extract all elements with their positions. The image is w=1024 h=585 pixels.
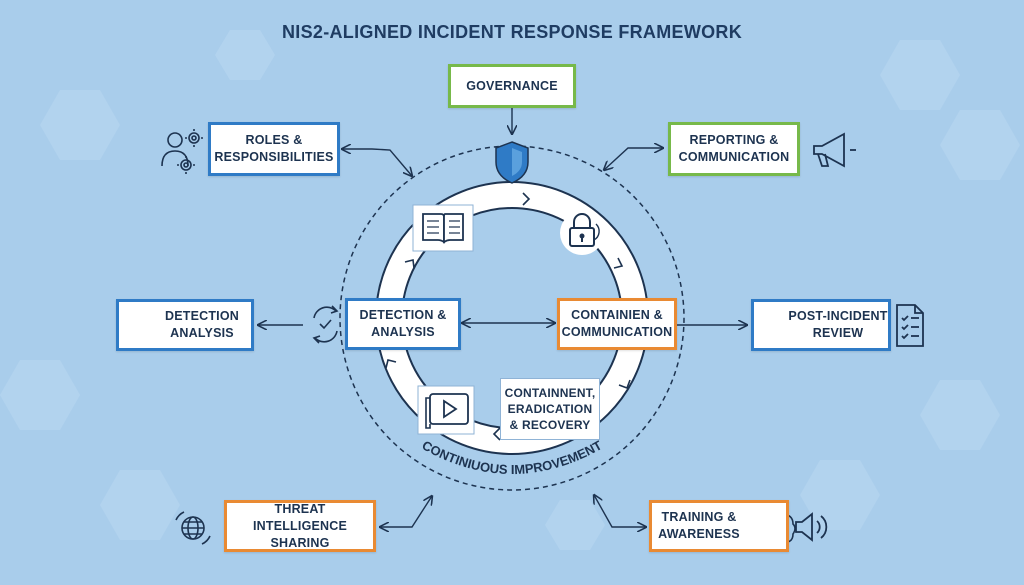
ring-chevrons [385, 192, 631, 441]
arrow-threat-to-circle [380, 496, 432, 527]
globe-icon [175, 511, 211, 545]
box-label-line: ANALYSIS [371, 325, 435, 339]
checklist-icon [896, 304, 924, 347]
chevron-mark [492, 427, 501, 441]
box-label-line: DETECTION & [359, 308, 447, 322]
team-gears-icon [161, 129, 203, 174]
box-label-line: POST-INCIDENT [788, 309, 888, 323]
connectors [258, 108, 747, 527]
chevron-mark [385, 359, 397, 369]
box-label-line: SHARING [270, 535, 330, 550]
training-awareness-box: TRAINING & AWARENESS [649, 500, 789, 552]
box-label-line: AWARENESS [658, 527, 740, 541]
box-label-line: CONTAINNENT, [504, 386, 596, 400]
box-label-line: REVIEW [812, 326, 864, 340]
box-label-line: DETECTION [164, 309, 240, 323]
box-label-line: COMMUNICATION [561, 325, 673, 339]
diagram-title: NIS2-ALIGNED INCIDENT RESPONSE FRAMEWORK [281, 22, 743, 42]
megaphone-icon [813, 132, 856, 168]
arrow-reporting-to-circle [604, 148, 663, 170]
detection-analysis-center-box: DETECTION & ANALYSIS [345, 298, 461, 350]
video-play-icon [417, 385, 475, 435]
box-label-line: ANALYSIS [170, 326, 234, 340]
box-label-line: CONTAINIEN & [571, 308, 663, 322]
box-label-line: TRAINING & [661, 510, 737, 524]
sync-icon [312, 305, 339, 344]
arrow-training-to-circle [594, 495, 646, 527]
book-icon [412, 204, 474, 252]
background-hexagons [0, 30, 1020, 550]
speaker-icon [795, 512, 828, 542]
threat-intelligence-sharing-box: THREAT INTELLIGENCE SHARING [224, 500, 376, 552]
post-incident-review-box: POST-INCIDENT REVIEW [751, 299, 891, 351]
chevron-mark [522, 192, 531, 206]
box-label-line: & RECOVERY [509, 418, 591, 432]
box-label-line: GOVERNANCE [466, 78, 558, 93]
containien-communication-box: CONTAINIEN & COMMUNICATION [557, 298, 677, 350]
chevron-mark [404, 259, 415, 269]
padlock-icon [560, 211, 604, 255]
roles-responsibilities-box: ROLES & RESPONSIBILITIES [208, 122, 340, 176]
box-label-line: RESPONSIBILITIES [214, 150, 334, 164]
box-label-line: REPORTING & [689, 133, 779, 147]
chevron-mark [613, 257, 624, 269]
box-label-line: COMMUNICATION [678, 150, 790, 164]
containment-eradication-recovery-box: CONTAINNENT, ERADICATION & RECOVERY [500, 378, 600, 440]
governance-box: GOVERNANCE [448, 64, 576, 108]
reporting-communication-box: REPORTING & COMMUNICATION [668, 122, 800, 176]
chevron-mark [618, 379, 631, 390]
shield-icon [495, 141, 529, 184]
box-label-line: ERADICATION [507, 402, 593, 416]
detection-analysis-left-box: DETECTION ANALYSIS [116, 299, 254, 351]
box-label-line: ROLES & [245, 133, 303, 147]
arrow-roles-to-circle [342, 149, 412, 176]
box-label-line: THREAT INTELLIGENCE [252, 501, 348, 533]
